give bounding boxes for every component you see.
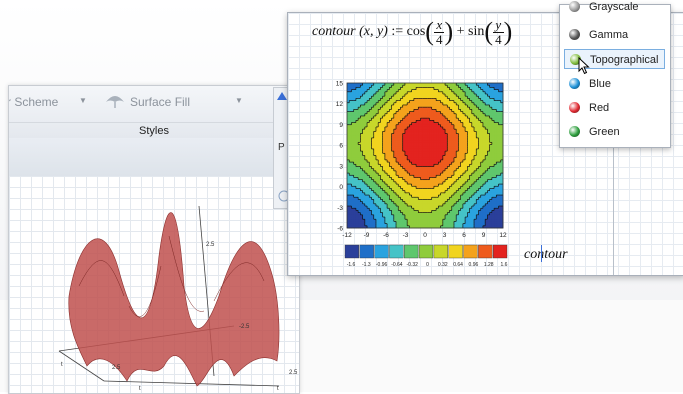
ruler-bar (9, 138, 299, 177)
umbrella-icon (105, 93, 125, 114)
surface-fill-button[interactable]: Surface Fill (130, 95, 190, 109)
contour-fill (347, 83, 503, 228)
tick-label: 2.5 (289, 370, 298, 376)
tick-label: t (277, 386, 279, 392)
chevron-down-icon[interactable]: ▼ (235, 96, 243, 105)
surface-3d-plot: 2.5 2.5 -2.5 2.5 t t t (9, 176, 299, 393)
surface-mesh (69, 212, 279, 386)
tick-label: t (139, 386, 141, 392)
chevron-down-icon[interactable]: ▼ (79, 96, 87, 105)
tick-label: t (61, 362, 63, 368)
tick-label: 2.5 (206, 242, 215, 248)
tick-label: -2.5 (239, 324, 250, 330)
ribbon: r Scheme ▼ Surface Fill ▼ Styles (9, 86, 299, 139)
tick-label: 2.5 (112, 365, 121, 371)
styles-group-label: Styles (9, 122, 299, 139)
surface-plot-window: r Scheme ▼ Surface Fill ▼ Styles 2.5 2.5… (8, 85, 300, 394)
color-scheme-button[interactable]: r Scheme (8, 95, 58, 109)
